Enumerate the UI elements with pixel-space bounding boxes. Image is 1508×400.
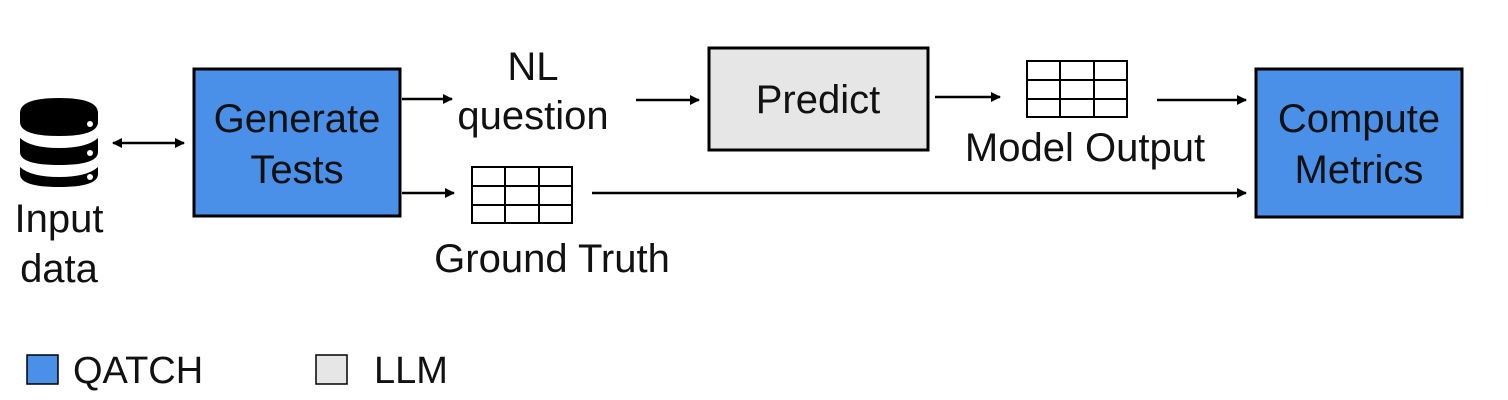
nl-question-label-line1: NL [507,45,558,89]
legend-label-qatch: QATCH [73,350,203,392]
generate-tests-label-line1: Generate [214,97,381,141]
database-dot [87,174,93,180]
input-data-label-line2: data [20,247,99,291]
database-icon [20,98,98,187]
legend-swatch-llm [315,354,348,385]
compute-metrics-label-line1: Compute [1278,97,1440,141]
generate-tests-label-line2: Tests [250,148,343,192]
input-data-label-line1: Input [15,197,104,241]
database-disk-top [20,98,98,136]
database-disk-middle [20,138,98,165]
generate-tests-box [192,67,402,218]
database-dot [87,150,93,156]
compute-metrics-box [1254,67,1464,219]
legend-label-llm: LLM [374,350,448,392]
model-output-label: Model Output [965,126,1205,170]
database-disk-bottom [20,167,98,187]
table-icon [471,166,573,224]
predict-box [707,46,930,152]
database-dot [87,121,93,127]
legend: QATCH LLM [26,350,448,392]
table-icon-border [471,166,573,224]
nl-question-label-line2: question [457,94,608,138]
ground-truth-label: Ground Truth [434,237,670,281]
legend-swatch-qatch [26,354,59,385]
compute-metrics-label-line2: Metrics [1295,148,1424,192]
table-icon [1026,60,1128,118]
predict-label: Predict [756,78,881,122]
table-icon-border [1026,60,1128,118]
